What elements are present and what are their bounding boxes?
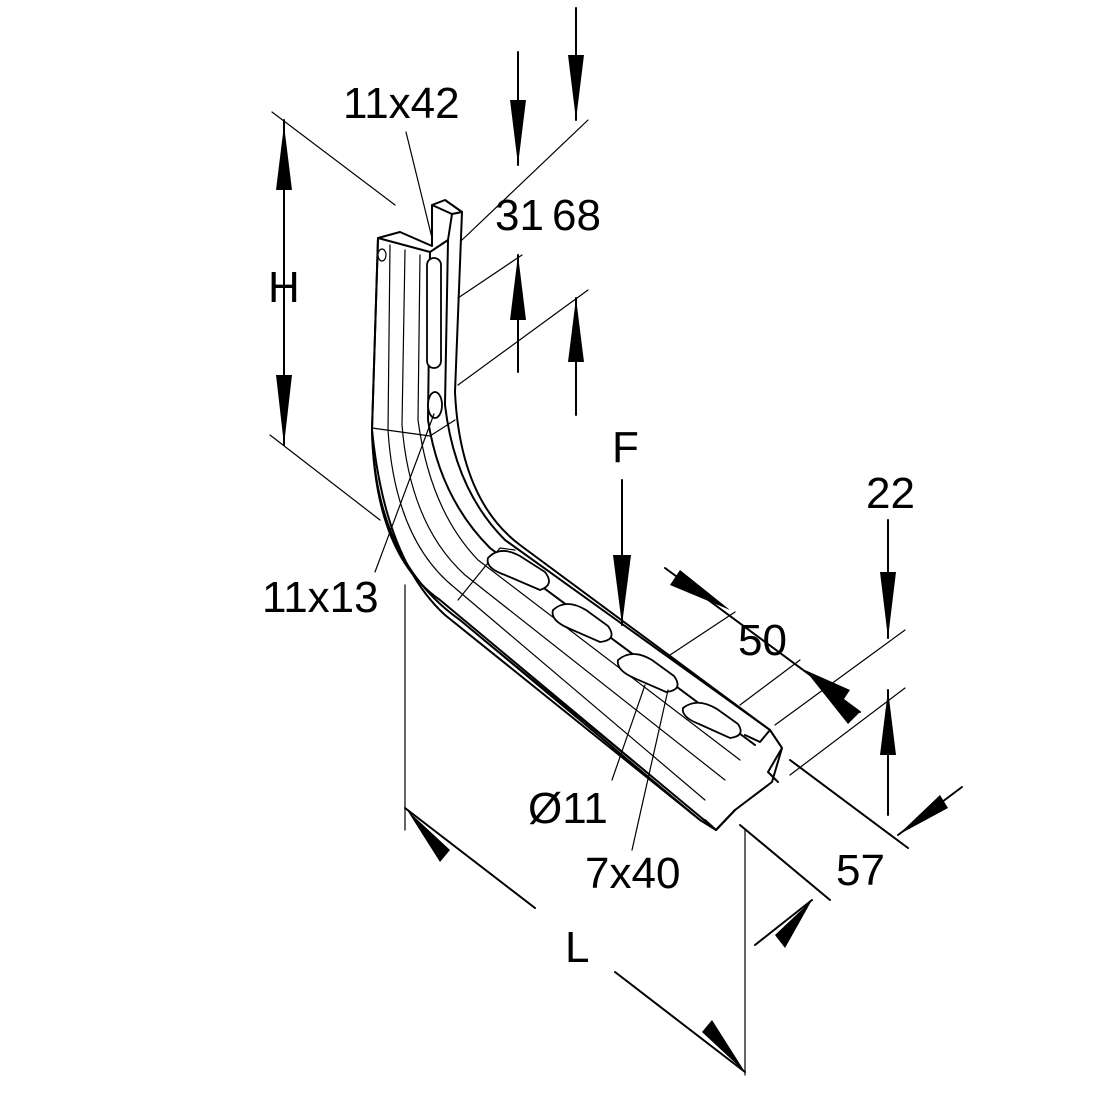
label-height: H — [268, 263, 300, 312]
arrow-50-left — [670, 570, 730, 610]
vertical-inner-edge — [371, 237, 717, 831]
label-slot-top: 11x42 — [343, 79, 460, 128]
arrow-22-bottom — [880, 690, 896, 755]
arrow-57-lower — [775, 900, 812, 948]
arrow-57 — [898, 795, 948, 835]
vertical-channel — [371, 211, 783, 831]
label-slot-lower: 11x13 — [262, 573, 379, 622]
arrow-h-top — [276, 125, 292, 190]
bracket-body — [371, 199, 783, 831]
top-lip — [377, 199, 463, 247]
label-dim-57: 57 — [836, 846, 885, 895]
arm-slots — [486, 550, 742, 739]
label-length: L — [565, 923, 589, 972]
label-dim-50: 50 — [738, 616, 787, 665]
slot-11x42 — [426, 257, 442, 369]
arrow-31-bottom — [510, 255, 526, 320]
arrow-force — [613, 555, 631, 625]
label-dim-31: 31 — [495, 191, 544, 240]
labels: 11x42 31 68 H 11x13 F 22 50 Ø11 7x40 57 … — [262, 79, 915, 972]
hole-11x13 — [427, 391, 443, 419]
arrow-68-top — [568, 55, 584, 120]
holes — [377, 248, 742, 739]
arrow-31-top — [510, 100, 526, 165]
label-diameter: Ø11 — [528, 784, 608, 833]
arrow-h-bottom — [276, 375, 292, 445]
label-force: F — [612, 423, 639, 472]
arrow-l-left — [407, 810, 450, 862]
arrow-22-top — [880, 572, 896, 638]
label-slot-arm: 7x40 — [585, 849, 680, 898]
dimension-lines — [269, 7, 963, 1076]
arrow-l-right — [702, 1020, 745, 1072]
label-dim-22: 22 — [866, 469, 915, 518]
arrow-68-bottom — [568, 298, 584, 362]
label-dim-68: 68 — [552, 191, 601, 240]
slot-7x40 — [616, 653, 679, 693]
